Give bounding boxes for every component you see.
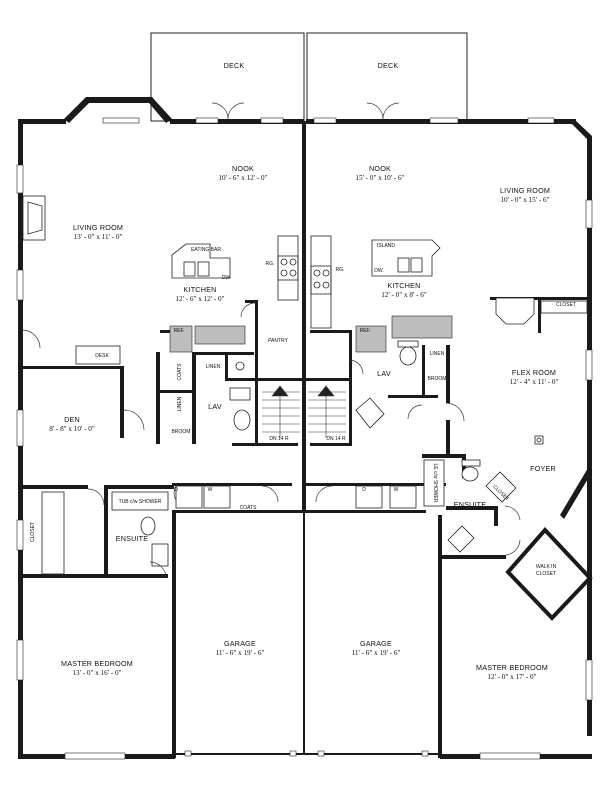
interior-walls <box>18 297 593 621</box>
stair-right-label: DN 14 R <box>326 436 346 442</box>
garage-left-label: GARAGE <box>224 639 256 648</box>
w-right-label: W <box>394 487 399 493</box>
deck-left-label: DECK <box>224 61 245 70</box>
coats-lower-label: COATS <box>240 505 258 511</box>
dw-right-label: DW. <box>374 268 383 274</box>
shower-right-label: LE c/w SHOWER <box>432 464 438 503</box>
nook-right-dim: 15' - 0" x 10' - 6" <box>355 174 404 182</box>
d-right-label: D <box>362 487 366 493</box>
rg-left-label: RG. <box>266 261 275 267</box>
ensuite-right-label: ENSUITE <box>454 500 487 509</box>
dw-left-label: DW <box>222 275 231 281</box>
linen-lower-label: LINEN <box>177 396 183 411</box>
living-room-left-dim: 13' - 0" x 11' - 0" <box>74 233 123 241</box>
garage-right-dim: 11' - 6" x 19' - 6" <box>352 649 401 657</box>
master-left-dim: 13' - 0" x 16' - 0" <box>72 669 121 677</box>
tub-label: TUB c/w SHOWER <box>119 499 162 505</box>
closet-left-label: CLOSET <box>30 522 36 542</box>
nook-right-label: NOOK <box>369 164 391 173</box>
doors <box>21 102 521 579</box>
kitchen-left-label: KITCHEN <box>184 285 217 294</box>
eating-bar-label: EATING BAR <box>191 247 221 253</box>
flex-room-label: FLEX ROOM <box>512 368 556 377</box>
stair-left-label: DN 14 R <box>269 436 289 442</box>
garage-left-dim: 11' - 6" x 19' - 6" <box>216 649 265 657</box>
desk-label: DESK <box>95 353 109 359</box>
kitchen-left-dim: 12' - 6" x 12' - 0" <box>175 295 224 303</box>
pantry-label: PANTRY <box>268 338 288 344</box>
master-right-dim: 12' - 0" x 17' - 0" <box>487 673 536 681</box>
living-room-right-label: LIVING ROOM <box>500 186 550 195</box>
deck-right-outline <box>306 32 468 122</box>
decks <box>150 32 468 122</box>
walk-in-line1-label: WALK IN <box>536 564 557 570</box>
master-right-label: MASTER BEDROOM <box>476 663 548 672</box>
d-left-label: D <box>174 487 178 493</box>
foyer-label: FOYER <box>530 464 556 473</box>
kitchen-right-dim: 12' - 0" x 8' - 6" <box>381 291 427 299</box>
coats-upper-label: COATS <box>177 363 183 381</box>
den-label: DEN <box>64 415 80 424</box>
kitchen-right-label: KITCHEN <box>388 281 421 290</box>
ref-right-label: REF. <box>360 328 371 334</box>
rg-right-label: RG. <box>336 267 345 273</box>
deck-left-outline <box>150 32 305 122</box>
walk-in-line2-label: CLOSET <box>536 571 556 577</box>
closet-upper-right-label: CLOSET <box>556 302 576 308</box>
broom-right-label: BROOM <box>428 376 447 382</box>
fixtures <box>22 195 588 575</box>
flex-room-dim: 12' - 4" x 11' - 0" <box>510 378 559 386</box>
w-left-label: W <box>208 487 213 493</box>
stairs <box>262 385 346 438</box>
windows <box>16 117 593 760</box>
garage-door-marks <box>184 750 429 757</box>
linen-upper-label: LINEN <box>206 364 221 370</box>
den-dim: 8' - 8" x 10' - 0" <box>49 425 95 433</box>
living-room-left-label: LIVING ROOM <box>73 223 123 232</box>
master-left-label: MASTER BEDROOM <box>61 659 133 668</box>
ref-left-label: REF. <box>174 328 185 334</box>
broom-left-label: BROOM <box>172 429 191 435</box>
linen-right-label: LINEN <box>430 351 445 357</box>
ensuite-left-label: ENSUITE <box>116 534 149 543</box>
garage-right-label: GARAGE <box>360 639 392 648</box>
nook-left-label: NOOK <box>232 164 254 173</box>
lav-right-label: LAV <box>377 369 391 378</box>
labels-right-unit: DECK NOOK 15' - 0" x 10' - 6" LIVING ROO… <box>326 61 576 681</box>
lav-left-label: LAV <box>208 402 222 411</box>
living-room-right-dim: 10' - 0" x 15' - 6" <box>500 196 549 204</box>
nook-left-dim: 10' - 6" x 12' - 0" <box>218 174 267 182</box>
island-label: ISLAND <box>377 243 395 249</box>
deck-right-label: DECK <box>378 61 399 70</box>
labels-left-unit: DECK NOOK 10' - 6" x 12' - 0" LIVING ROO… <box>30 61 289 677</box>
